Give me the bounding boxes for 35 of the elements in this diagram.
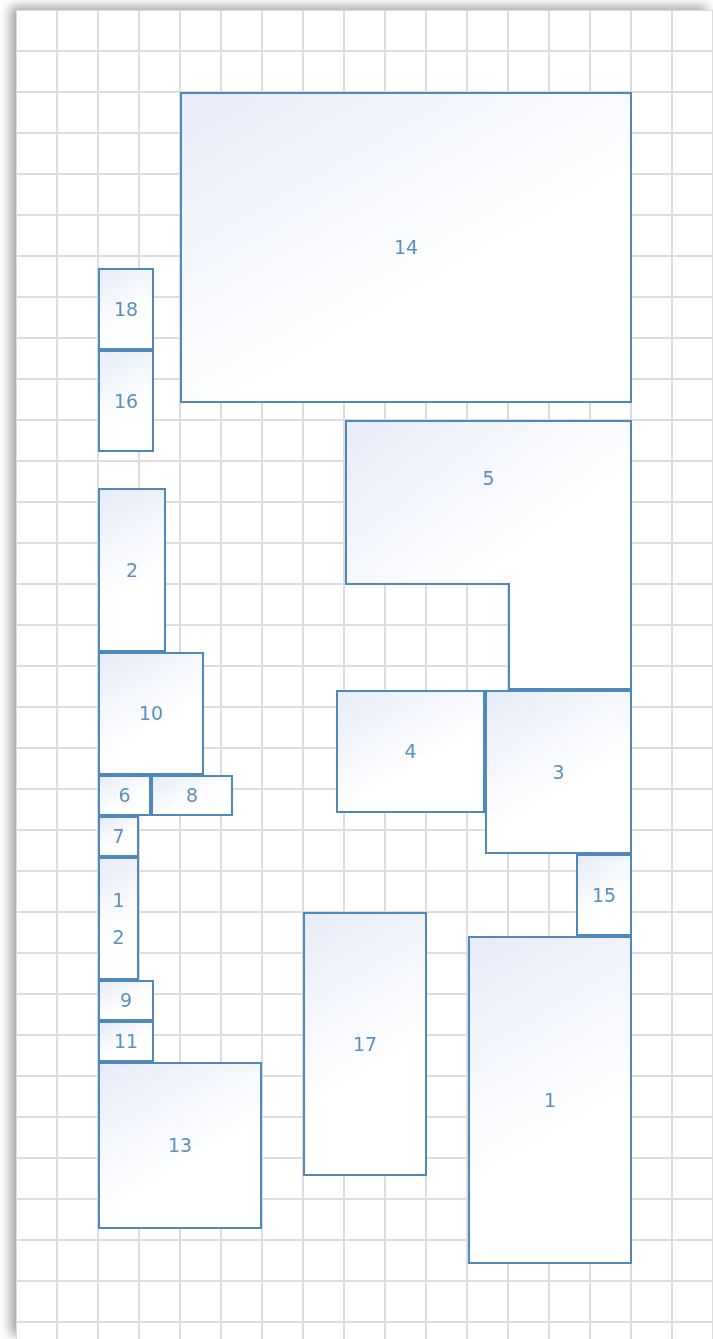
room-number: 9 <box>119 988 133 1014</box>
room-box <box>98 980 154 1021</box>
room-number: 1 <box>543 1087 557 1113</box>
room-number: 13 <box>167 1133 193 1159</box>
room-number: 4 <box>404 739 417 765</box>
room-number: 8 <box>185 783 199 809</box>
room-box <box>485 690 632 854</box>
room-box <box>98 1021 154 1062</box>
room-box <box>98 350 154 452</box>
room-number: 15 <box>591 882 617 908</box>
room-box <box>98 488 166 652</box>
room-box <box>98 652 204 775</box>
room-box <box>336 690 485 813</box>
room-number: 11 <box>113 1029 139 1055</box>
room-box <box>98 816 139 857</box>
room-box <box>98 775 151 816</box>
room-box <box>576 854 632 936</box>
room-number: 14 <box>393 235 419 261</box>
room-number: 12 <box>111 888 126 950</box>
room-number: 16 <box>113 388 139 414</box>
room-box <box>151 775 233 816</box>
room-number: 2 <box>125 557 139 583</box>
room-number: 5 <box>482 466 495 491</box>
room-number: 17 <box>352 1031 378 1057</box>
room-box <box>98 268 154 350</box>
room-number: 3 <box>552 759 565 785</box>
room-box <box>468 936 632 1264</box>
room-box <box>98 857 139 980</box>
room-number: 10 <box>138 701 164 727</box>
room-box <box>98 1062 262 1229</box>
room-number: 18 <box>113 296 139 322</box>
room-number: 6 <box>118 783 131 809</box>
room-box <box>303 912 427 1176</box>
room-box <box>180 92 632 403</box>
room-number: 7 <box>112 824 125 850</box>
